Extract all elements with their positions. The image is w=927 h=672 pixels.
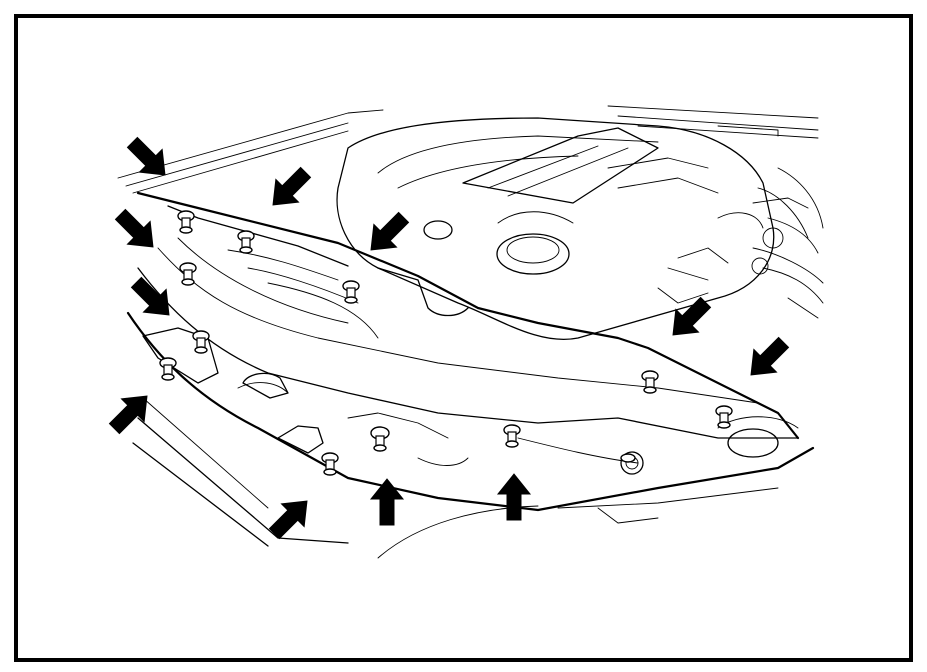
arrow-7 (268, 500, 308, 540)
arrow-6 (108, 395, 148, 435)
figure-frame (14, 14, 913, 662)
arrow-3 (370, 211, 410, 251)
push-rivet-clip-icon (641, 370, 659, 394)
arrow-9 (496, 473, 532, 521)
radiator-cover-panel (126, 237, 815, 559)
push-rivet-clip-icon (370, 426, 390, 452)
arrow-4 (114, 208, 154, 248)
arrow-10 (672, 296, 712, 336)
push-rivet-clip-icon (177, 210, 195, 234)
arrow-2 (272, 166, 312, 206)
arrow-5 (130, 276, 170, 316)
arrows (108, 136, 790, 540)
engine-cover (336, 117, 809, 340)
arrow-8 (369, 478, 405, 526)
push-rivet-clip-icon (503, 424, 521, 448)
push-rivet-clip-icon (192, 330, 210, 354)
push-rivet-clip-icon (620, 453, 636, 463)
push-rivet-clip-icon (321, 452, 339, 476)
push-rivet-clip-icon (179, 262, 197, 286)
push-rivet-clip-icon (342, 280, 360, 304)
clips (159, 210, 733, 476)
push-rivet-clip-icon (237, 230, 255, 254)
vehicle-body-outline (117, 105, 824, 319)
push-rivet-clip-icon (159, 357, 177, 381)
arrow-1 (126, 136, 166, 176)
engine-cover-clip-diagram (108, 105, 824, 559)
push-rivet-clip-icon (715, 405, 733, 429)
arrow-11 (750, 336, 790, 376)
